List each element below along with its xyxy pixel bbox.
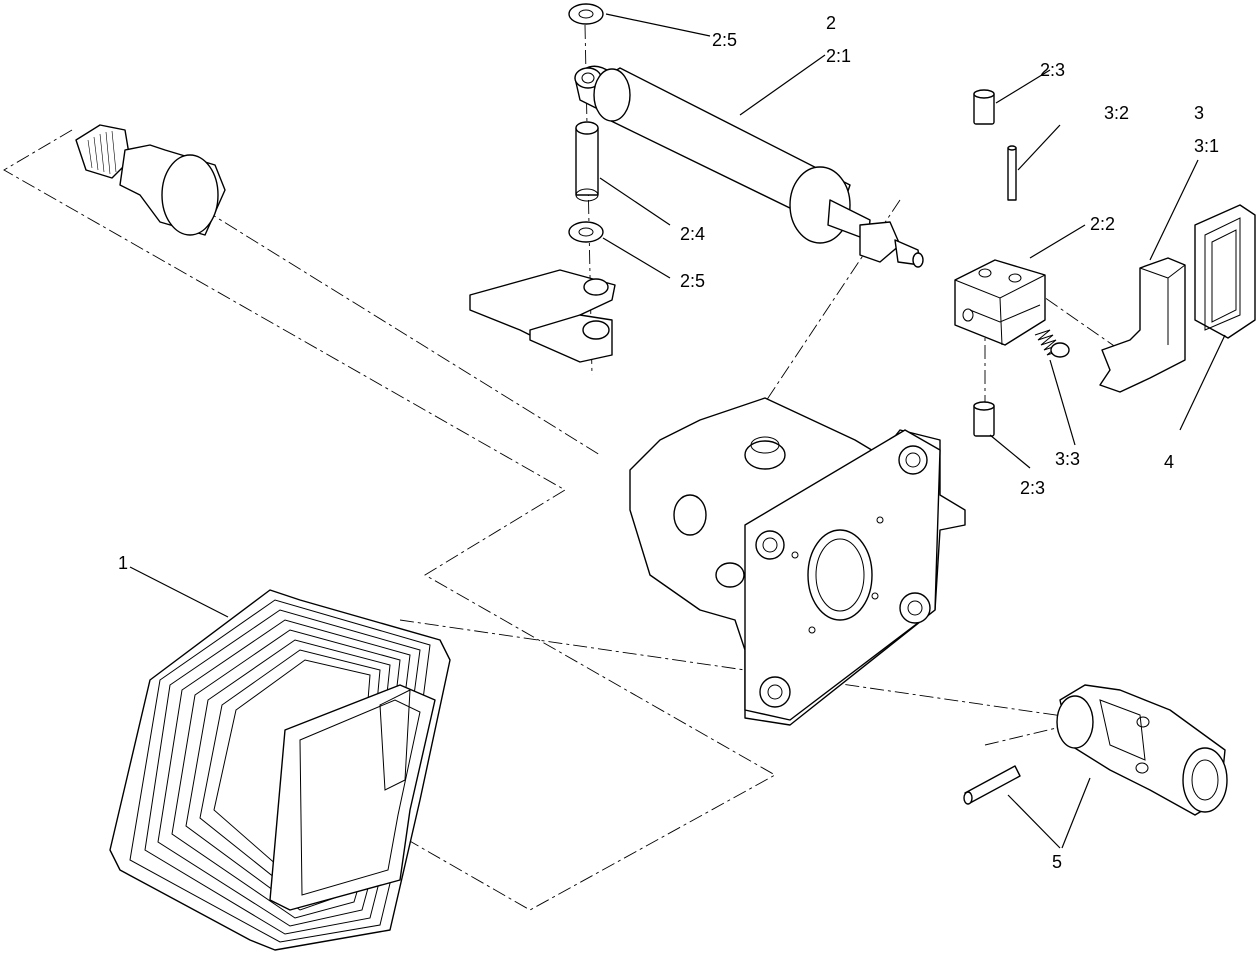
spring — [1034, 329, 1070, 358]
mounting-bracket — [469, 269, 616, 363]
console-mount — [629, 397, 966, 726]
lock-block — [954, 259, 1046, 346]
callout-3: 3 — [1194, 103, 1204, 123]
callout-3-1: 3:1 — [1194, 136, 1219, 156]
bellows-boot — [109, 589, 451, 951]
leader-lines — [129, 13, 1226, 849]
dowel-pin-top — [973, 89, 995, 125]
callout-2: 2 — [826, 13, 836, 33]
callout-3-3: 3:3 — [1055, 449, 1080, 469]
dowel-pin-bottom — [973, 401, 995, 437]
callout-3-2: 3:2 — [1104, 103, 1129, 123]
knob-cover — [1194, 204, 1256, 339]
steering-shaft — [75, 124, 226, 236]
callout-labels: 1 2 2:1 2:5 2:4 2:5 2:3 3:2 3 3:1 2:2 3:… — [118, 13, 1219, 872]
spring-pin — [963, 765, 1021, 805]
callout-5: 5 — [1052, 852, 1062, 872]
callout-2-3-top: 2:3 — [1040, 60, 1065, 80]
callout-2-3-bottom: 2:3 — [1020, 478, 1045, 498]
washer-top — [568, 3, 604, 25]
roll-pin — [1007, 145, 1017, 201]
callout-1: 1 — [118, 553, 128, 573]
pivot-pin — [575, 121, 599, 202]
callout-2-5-mid: 2:5 — [680, 271, 705, 291]
callout-2-2: 2:2 — [1090, 214, 1115, 234]
callout-4: 4 — [1164, 452, 1174, 472]
universal-joint — [1056, 684, 1228, 816]
latch-lever — [1099, 257, 1186, 393]
callout-2-5-top: 2:5 — [712, 30, 737, 50]
gas-spring — [574, 65, 924, 268]
callout-2-4: 2:4 — [680, 224, 705, 244]
washer-mid — [568, 221, 604, 243]
callout-2-1: 2:1 — [826, 46, 851, 66]
